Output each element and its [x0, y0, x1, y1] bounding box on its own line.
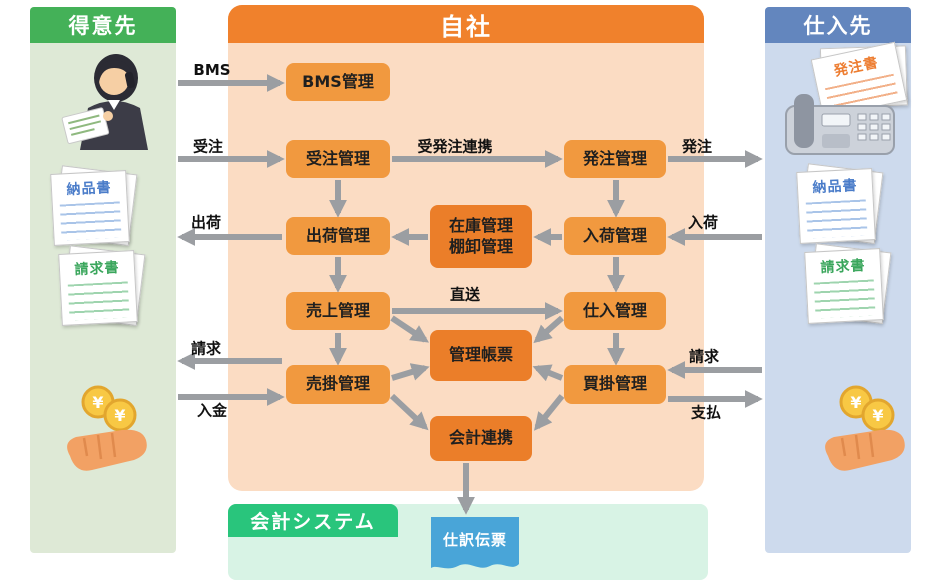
- module-receivable-mgmt-label: 売掛管理: [305, 374, 370, 394]
- customer-invoice-doc: 請求書: [58, 245, 146, 326]
- module-purchase-mgmt: 仕入管理: [564, 292, 666, 330]
- module-inventory-mgmt: 在庫管理 棚卸管理: [430, 205, 532, 268]
- paper-front: 請求書: [804, 248, 884, 324]
- doc-title: 請求書: [820, 257, 866, 277]
- doc-lines: [813, 279, 876, 319]
- paper-front: 納品書: [796, 168, 876, 244]
- module-order-mgmt-label: 受注管理: [305, 148, 370, 168]
- panel-accounting-title: 会計システム: [250, 511, 376, 533]
- module-inventory-mgmt-label-2: 棚卸管理: [448, 236, 513, 256]
- flow-label-bms: BMS: [193, 61, 231, 79]
- doc-lines: [805, 199, 868, 239]
- module-bms: BMS管理: [286, 63, 390, 101]
- panel-supplier-header: 仕入先: [765, 7, 911, 43]
- module-receiving-mgmt-label: 入荷管理: [582, 225, 647, 245]
- doc-lines: [59, 201, 122, 241]
- coin-yen-symbol: ¥: [114, 406, 125, 425]
- panel-company-header: 自社: [228, 5, 704, 43]
- panel-customer-header: 得意先: [30, 7, 176, 43]
- module-sales-mgmt-label: 売上管理: [305, 300, 370, 320]
- module-inventory-mgmt-label-1: 在庫管理: [448, 215, 513, 235]
- panel-company-title: 自社: [440, 12, 492, 41]
- journal-voucher-label: 仕訳伝票: [442, 530, 507, 549]
- module-report-mgmt-label: 管理帳票: [448, 345, 513, 365]
- fax-machine-illustration: [785, 94, 895, 155]
- doc-lines: [67, 281, 130, 321]
- flow-label-bill-customer: 請求: [190, 339, 222, 358]
- doc-title: 請求書: [74, 259, 120, 279]
- module-order-mgmt: 受注管理: [286, 140, 390, 178]
- module-sales-mgmt: 売上管理: [286, 292, 390, 330]
- coin-yen-symbol: ¥: [850, 393, 861, 412]
- module-purchase-mgmt-label: 仕入管理: [582, 300, 647, 320]
- panel-accounting-header: 会計システム: [228, 504, 398, 537]
- flow-label-direct-ship: 直送: [449, 285, 481, 304]
- flow-label-order: 受注: [192, 137, 224, 156]
- flow-label-po: 発注: [681, 137, 713, 156]
- module-po-mgmt-label: 発注管理: [582, 148, 647, 168]
- module-payable-mgmt-label: 買掛管理: [582, 374, 647, 394]
- customer-money-hand-illustration: ¥ ¥: [67, 385, 147, 471]
- paper-front: 請求書: [58, 250, 138, 326]
- doc-title: 納品書: [66, 179, 112, 199]
- module-bms-label: BMS管理: [302, 71, 374, 91]
- module-shipping-mgmt-label: 出荷管理: [305, 225, 370, 245]
- module-po-mgmt: 発注管理: [564, 140, 666, 178]
- module-payable-mgmt: 買掛管理: [564, 365, 666, 404]
- panel-supplier-title: 仕入先: [803, 14, 873, 38]
- module-receivable-mgmt: 売掛管理: [286, 365, 390, 404]
- flow-label-bill-supplier: 請求: [688, 347, 720, 366]
- module-accounting-link: 会計連携: [430, 416, 532, 461]
- module-receiving-mgmt: 入荷管理: [564, 217, 666, 255]
- coin-yen-symbol: ¥: [92, 393, 103, 412]
- supplier-invoice-doc: 請求書: [804, 243, 892, 324]
- journal-voucher-shape: [431, 517, 519, 569]
- module-shipping-mgmt: 出荷管理: [286, 217, 390, 255]
- coin-yen-symbol: ¥: [872, 406, 883, 425]
- module-accounting-link-label: 会計連携: [448, 428, 513, 448]
- flow-label-order-po-link: 受発注連携: [417, 137, 493, 156]
- flow-label-ship: 出荷: [190, 213, 222, 232]
- journal-voucher-doc: 仕訳伝票: [428, 514, 522, 578]
- panel-customer-title: 得意先: [68, 14, 138, 38]
- customer-person-illustration: [61, 54, 148, 150]
- module-report-mgmt: 管理帳票: [430, 330, 532, 381]
- flow-label-payment-out: 支払: [690, 403, 722, 422]
- doc-title: 納品書: [812, 177, 858, 197]
- paper-front: 納品書: [50, 170, 130, 246]
- supplier-delivery-doc: 納品書: [796, 163, 884, 244]
- flow-label-receive: 入荷: [687, 213, 719, 232]
- customer-delivery-doc: 納品書: [50, 165, 138, 246]
- supplier-money-hand-illustration: ¥ ¥: [825, 385, 905, 471]
- flow-label-payment-in: 入金: [196, 401, 228, 420]
